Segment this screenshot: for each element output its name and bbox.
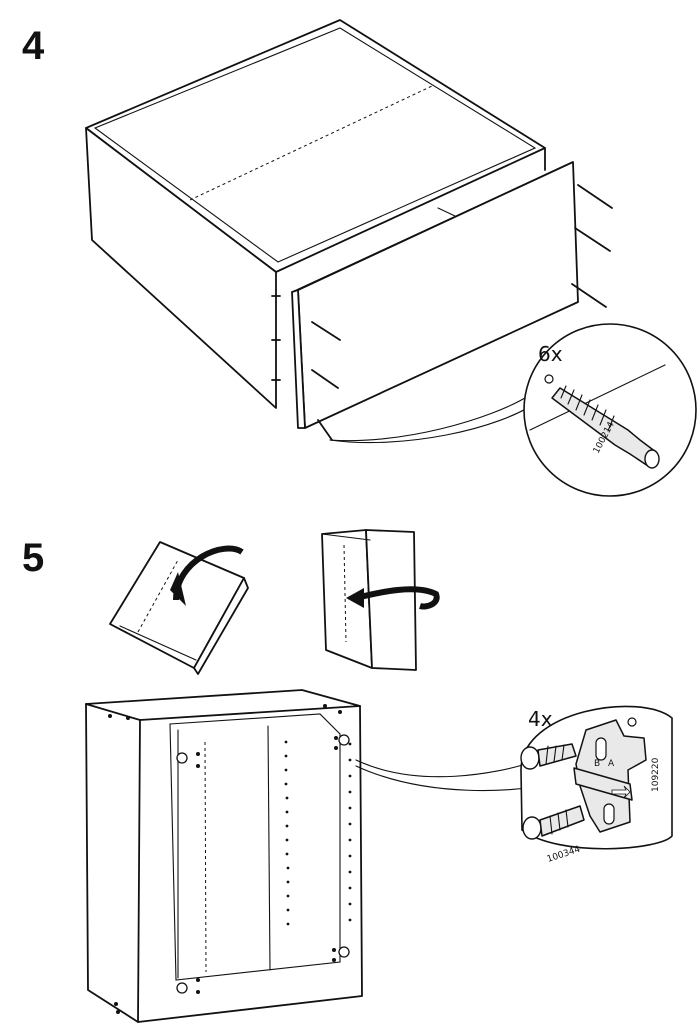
step-4-cabinet-drawing <box>85 19 613 444</box>
step-5-quantity: 4x <box>528 707 553 731</box>
step-5-mounting-plate-callout: 4x B A 109220 100344 <box>520 705 673 865</box>
hinge-plate-bottom-right-icon <box>332 946 350 962</box>
step-5-cabinet-drawing <box>85 689 541 1023</box>
rotate-arrow-icon <box>170 572 186 606</box>
screw-100344-bottom-icon <box>522 805 585 840</box>
step-4-quantity: 6x <box>538 342 563 366</box>
hinge-plate-bottom-left-icon <box>176 978 200 994</box>
screw-100214-icon <box>551 385 660 469</box>
plate-hole-label-a: A <box>608 759 615 769</box>
hinge-plate-top-right-icon <box>334 734 350 750</box>
step-5-plate-part-number: 109220 <box>651 757 661 792</box>
shelf-peg-holes <box>284 740 352 926</box>
plate-hole-label-b: B <box>594 759 600 769</box>
step-5-screw-part-number: 100344 <box>546 845 582 865</box>
step-5-turn-cabinet-drawing <box>321 529 440 671</box>
turn-arrow-icon <box>346 588 364 608</box>
step-4-number: 4 <box>22 24 45 68</box>
hinge-plate-top-left-icon <box>176 752 200 768</box>
screw-100344-top-icon <box>520 743 577 770</box>
step-5-flip-cabinet-drawing <box>109 541 249 675</box>
step-4-screw-callout: 6x 100214 <box>523 323 697 497</box>
step-5-number: 5 <box>22 536 45 580</box>
mounting-plate-109220-icon <box>573 719 647 833</box>
